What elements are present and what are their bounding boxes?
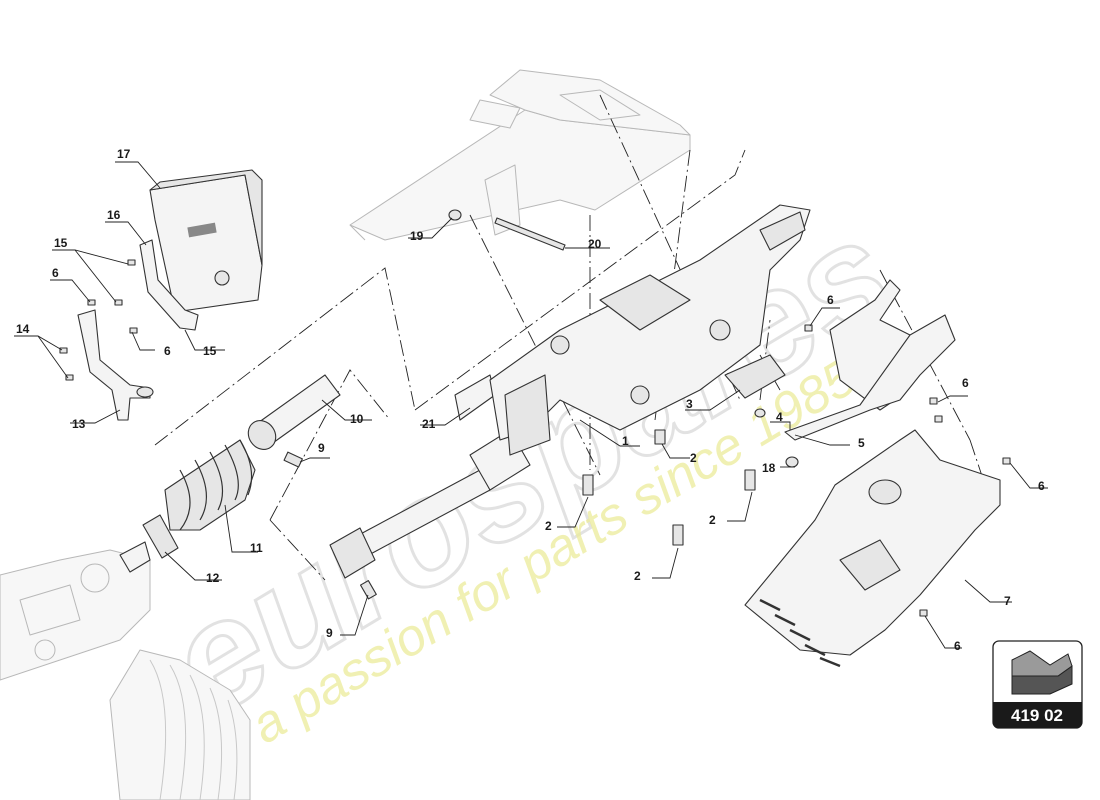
steering-rack-ghost <box>0 549 251 800</box>
leader-lines <box>14 161 1048 649</box>
callout-6[interactable]: 6 <box>1038 479 1045 493</box>
callout-2[interactable]: 2 <box>545 519 552 533</box>
callout-19[interactable]: 19 <box>410 229 424 243</box>
callout-11[interactable]: 11 <box>250 541 263 555</box>
callout-12[interactable]: 12 <box>206 571 220 585</box>
callout-15[interactable]: 15 <box>54 236 68 250</box>
callout-9[interactable]: 9 <box>326 626 333 640</box>
callout-labels: 17 16 15 6 14 6 15 13 19 20 10 9 21 1 3 … <box>16 147 1045 653</box>
callout-15[interactable]: 15 <box>203 344 217 358</box>
callout-2[interactable]: 2 <box>634 569 641 583</box>
callout-6[interactable]: 6 <box>962 376 969 390</box>
callout-6[interactable]: 6 <box>164 344 171 358</box>
callout-9[interactable]: 9 <box>318 441 325 455</box>
callout-2[interactable]: 2 <box>709 513 716 527</box>
cross-member-ghost <box>349 69 691 241</box>
callout-16[interactable]: 16 <box>107 208 121 222</box>
callout-18[interactable]: 18 <box>762 461 776 475</box>
arrow-direction-icon <box>1011 650 1073 695</box>
callout-17[interactable]: 17 <box>117 147 131 161</box>
part-16-bracket <box>139 239 199 331</box>
part-5-bracket <box>784 314 956 441</box>
callout-4[interactable]: 4 <box>776 410 783 424</box>
callout-10[interactable]: 10 <box>350 412 364 426</box>
part-10-sleeve <box>247 374 341 450</box>
small-bolts-right <box>754 324 1011 617</box>
callout-6[interactable]: 6 <box>954 639 961 653</box>
part-20-long-bolt <box>494 217 566 251</box>
small-bolts-left <box>59 259 154 398</box>
callout-6[interactable]: 6 <box>827 293 834 307</box>
callout-21[interactable]: 21 <box>422 417 436 431</box>
part-3-pad <box>724 354 786 399</box>
callout-13[interactable]: 13 <box>72 417 86 431</box>
part-17-control-box <box>149 169 263 313</box>
part-9-bolt-lower <box>359 580 377 600</box>
callout-7[interactable]: 7 <box>1004 594 1011 608</box>
part-11-bellows <box>164 439 256 531</box>
part-18-washer <box>785 456 799 468</box>
part-7-lower-cover <box>744 429 1001 668</box>
part-1-steering-column <box>489 204 811 456</box>
part-9-bolt-upper <box>283 451 303 468</box>
part-2-bolts <box>582 429 756 546</box>
reference-code: 419 02 <box>1011 706 1063 725</box>
part-13-bracket <box>77 309 151 421</box>
callout-5[interactable]: 5 <box>858 436 865 450</box>
callout-20[interactable]: 20 <box>588 237 602 251</box>
callout-3[interactable]: 3 <box>686 397 693 411</box>
callout-1[interactable]: 1 <box>622 434 629 448</box>
callout-2[interactable]: 2 <box>690 451 697 465</box>
callout-6[interactable]: 6 <box>52 266 59 280</box>
reference-box: 419 02 <box>992 640 1083 729</box>
part-19-nut <box>448 209 462 221</box>
callout-14[interactable]: 14 <box>16 322 30 336</box>
part-12-seal <box>119 514 179 573</box>
